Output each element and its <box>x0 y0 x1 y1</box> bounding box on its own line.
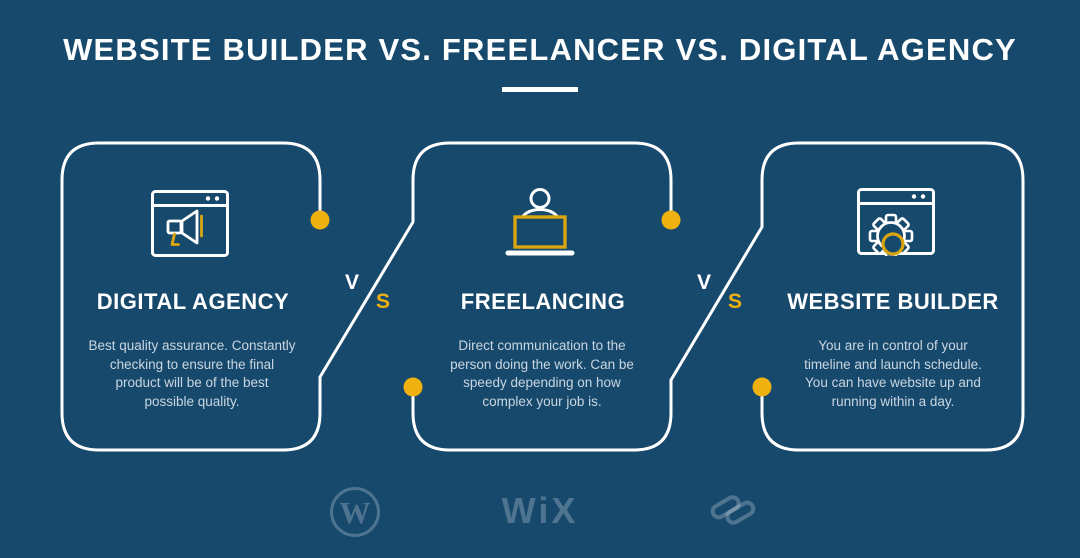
outline-panel1-slash-panel2-top <box>60 141 673 452</box>
freelancer-laptop-icon <box>505 188 575 256</box>
panel-desc-freelancing: Direct communication to the person doing… <box>450 338 634 409</box>
panel-desc-website-builder: You are in control of your timeline and … <box>804 338 982 409</box>
wix-logo: WiX <box>502 490 579 531</box>
connector-dot <box>310 210 330 230</box>
panel-title-digital-agency: DIGITAL AGENCY <box>96 289 290 314</box>
vs-letter-s: S <box>728 290 743 313</box>
wordpress-logo: W <box>330 487 380 537</box>
squarespace-logo <box>710 495 756 525</box>
vs-letter-v: V <box>345 271 360 294</box>
vs-letter-s: S <box>376 290 391 313</box>
header: WEBSITE BUILDER VS. FREELANCER VS. DIGIT… <box>0 32 1080 92</box>
connector-dot <box>661 210 681 230</box>
wordpress-w-glyph: W <box>340 495 371 530</box>
panel-title-website-builder: WEBSITE BUILDER <box>787 289 999 314</box>
connector-dot <box>752 377 772 397</box>
page-title: WEBSITE BUILDER VS. FREELANCER VS. DIGIT… <box>63 32 1017 67</box>
platform-logos: W WiX <box>330 487 756 537</box>
wix-wordmark: WiX <box>502 490 579 531</box>
gear-glyph <box>868 213 914 256</box>
gear-browser-icon <box>857 188 935 256</box>
vs-letter-v: V <box>697 271 712 294</box>
panel-title-freelancing: FREELANCING <box>460 289 626 314</box>
megaphone-browser-icon <box>151 190 229 257</box>
panel-desc-digital-agency: Best quality assurance. Constantly check… <box>88 338 296 409</box>
connector-dot <box>403 377 423 397</box>
title-underline <box>502 87 578 92</box>
outline-panel2-bottom-slash-panel3 <box>411 141 1025 452</box>
